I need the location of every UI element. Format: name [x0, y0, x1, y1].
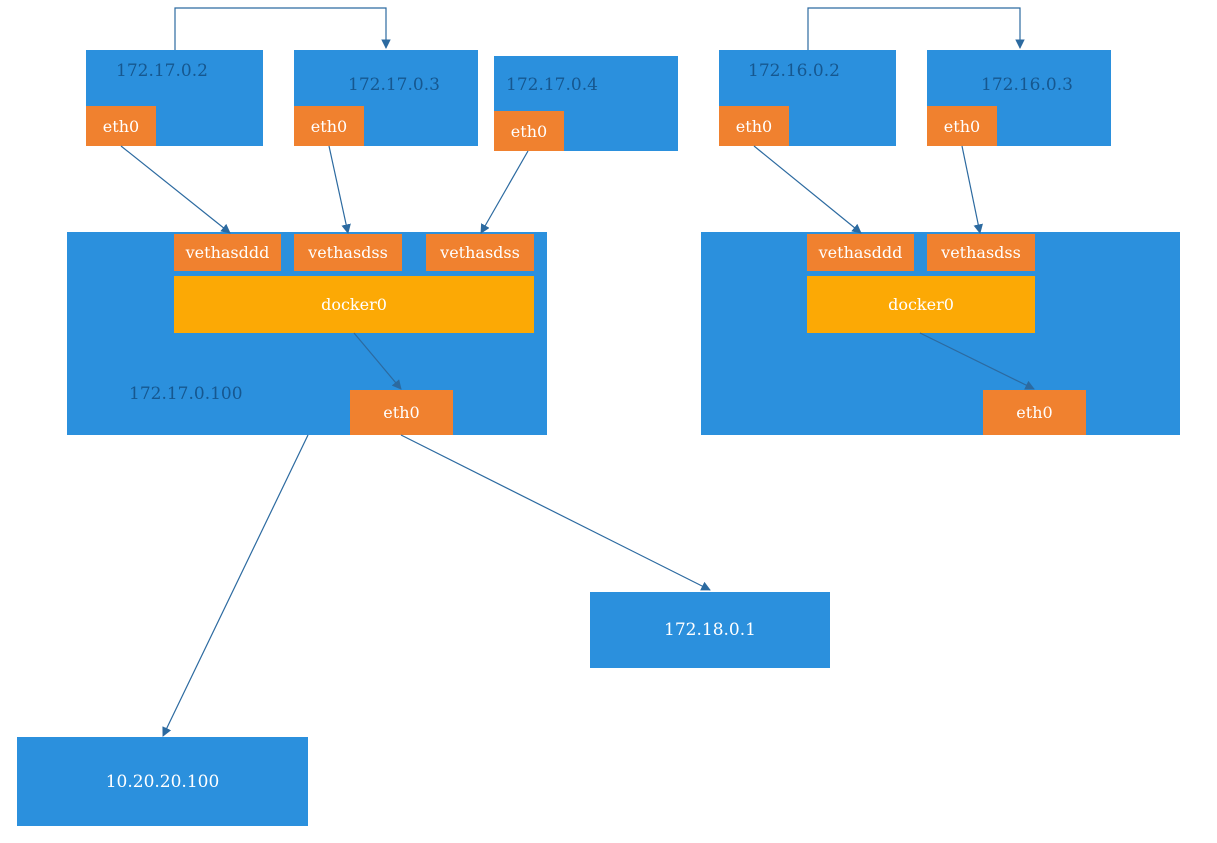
container-ip-label: 172.17.0.3 [348, 75, 440, 95]
external-host-172-18-0-1: 172.18.0.1 [590, 592, 830, 668]
link-eth0-to-veth [120, 145, 231, 234]
right-host-eth0: eth0 [983, 390, 1086, 435]
container-ip-label: 172.16.0.2 [748, 61, 840, 81]
link-172-17-0-2-to-172-17-0-3 [174, 7, 391, 50]
right-docker0-bridge: docker0 [807, 276, 1035, 333]
container-eth0: eth0 [294, 106, 364, 146]
link-eth0-to-veth [480, 150, 529, 234]
left-veth-2: vethasdss [294, 234, 402, 271]
link-172-16-0-2-to-172-16-0-3 [807, 7, 1025, 50]
link-eth0-to-veth [753, 145, 862, 234]
left-veth-3: vethasdss [426, 234, 534, 271]
left-host-eth0: eth0 [350, 390, 453, 435]
container-eth0: eth0 [927, 106, 997, 146]
left-veth-1: vethasddd [174, 234, 281, 271]
container-ip-label: 172.17.0.2 [116, 61, 208, 81]
container-eth0: eth0 [86, 106, 156, 146]
link-host-to-172-18-0-1 [400, 434, 711, 591]
left-docker0-bridge: docker0 [174, 276, 534, 333]
container-ip-label: 172.17.0.4 [506, 75, 598, 95]
right-veth-2: vethasdss [927, 234, 1035, 271]
link-eth0-to-veth [328, 145, 351, 234]
link-host-to-10-20-20-100 [162, 434, 309, 737]
link-eth0-to-veth [961, 145, 983, 234]
left-host-ip-label: 172.17.0.100 [129, 384, 243, 404]
right-veth-1: vethasddd [807, 234, 914, 271]
container-eth0: eth0 [719, 106, 789, 146]
container-ip-label: 172.16.0.3 [981, 75, 1073, 95]
external-host-10-20-20-100: 10.20.20.100 [17, 737, 308, 826]
container-eth0: eth0 [494, 111, 564, 151]
